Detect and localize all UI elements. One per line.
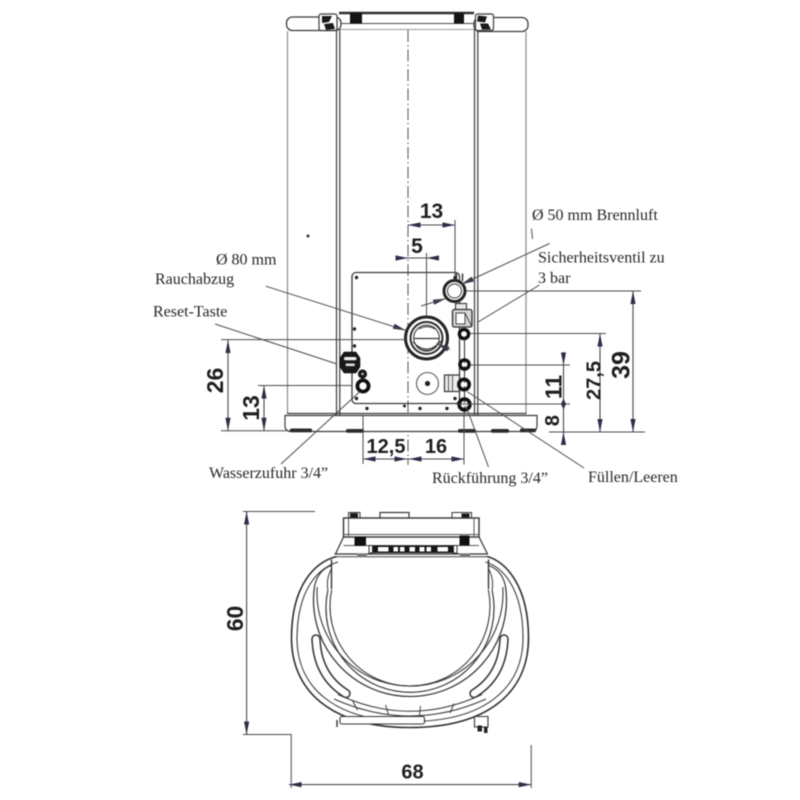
svg-text:Rückführung 3/4”: Rückführung 3/4” xyxy=(432,470,548,487)
svg-text:Füllen/Leeren: Füllen/Leeren xyxy=(588,469,678,486)
svg-text:39: 39 xyxy=(608,351,636,379)
svg-text:16: 16 xyxy=(425,436,447,458)
svg-text:8: 8 xyxy=(542,415,564,426)
svg-text:11: 11 xyxy=(541,375,567,400)
svg-text:Ø 80 mm: Ø 80 mm xyxy=(216,252,277,269)
svg-text:5: 5 xyxy=(411,235,423,258)
svg-text:60: 60 xyxy=(222,606,248,632)
svg-text:Wasserzufuhr 3/4”: Wasserzufuhr 3/4” xyxy=(209,465,328,482)
svg-text:68: 68 xyxy=(401,762,423,784)
svg-text:Ø 50 mm Brennluft: Ø 50 mm Brennluft xyxy=(532,207,658,224)
svg-text:Sicherheitsventil zu: Sicherheitsventil zu xyxy=(538,250,665,267)
svg-text:3 bar: 3 bar xyxy=(538,270,571,287)
svg-text:13: 13 xyxy=(420,200,443,223)
svg-text:13: 13 xyxy=(238,395,264,421)
svg-text:12,5: 12,5 xyxy=(367,436,406,458)
svg-text:Rauchabzug: Rauchabzug xyxy=(155,271,234,288)
svg-text:Reset-Taste: Reset-Taste xyxy=(153,304,227,321)
svg-text:27,5: 27,5 xyxy=(584,361,606,400)
svg-text:26: 26 xyxy=(202,368,228,394)
